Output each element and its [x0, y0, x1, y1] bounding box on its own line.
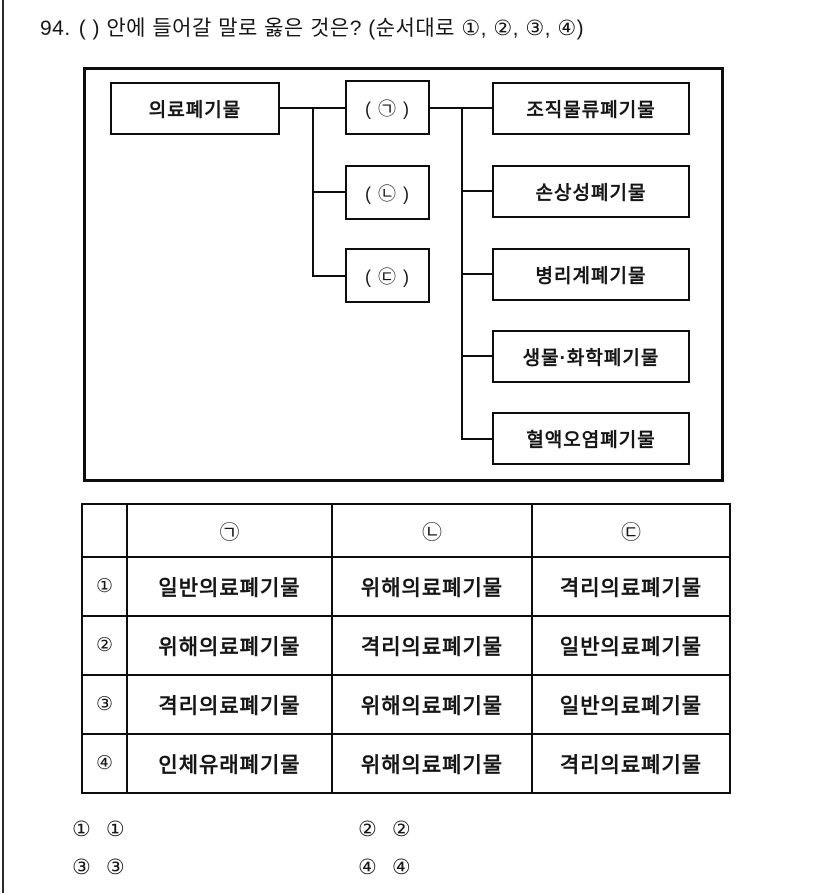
table-cell: 위해의료폐기물 [126, 615, 333, 676]
choice-label: ② [358, 818, 377, 841]
row-number: ① [81, 556, 128, 617]
choice-option-1[interactable]: ① ① [72, 817, 125, 842]
question-title: 94. ( ) 안에 들어갈 말로 옳은 것은? (순서대로 ①, ②, ③, ④… [40, 12, 820, 42]
connector-line [461, 273, 492, 275]
row-number: ② [81, 615, 128, 676]
connector-line [312, 275, 345, 277]
choice-option-4[interactable]: ④ ④ [358, 855, 411, 880]
table-cell: 격리의료폐기물 [531, 733, 731, 794]
diagram-leaf-box-4: 생물·화학폐기물 [492, 330, 690, 383]
table-header-cell-digeut: ㉢ [531, 503, 731, 558]
table-row-4: ④ 인체유래폐기물 위해의료폐기물 격리의료폐기물 [81, 733, 731, 794]
table-cell: 격리의료폐기물 [126, 674, 333, 735]
choice-label: ③ [72, 856, 91, 879]
table-cell: 인체유래폐기물 [126, 733, 333, 794]
connector-line [312, 191, 345, 193]
choice-value: ① [105, 818, 125, 841]
table-row-3: ③ 격리의료폐기물 위해의료폐기물 일반의료폐기물 [81, 674, 731, 735]
choice-value: ② [391, 818, 411, 841]
table-cell: 일반의료폐기물 [531, 615, 731, 676]
table-row-1: ① 일반의료폐기물 위해의료폐기물 격리의료폐기물 [81, 556, 731, 617]
table-cell: 격리의료폐기물 [531, 556, 731, 617]
choice-option-3[interactable]: ③ ③ [72, 855, 125, 880]
table-row-2: ② 위해의료폐기물 격리의료폐기물 일반의료폐기물 [81, 615, 731, 676]
choice-label: ④ [358, 856, 377, 879]
diagram-leaf-box-5: 혈액오염폐기물 [492, 412, 690, 465]
table-header-cell-giyeok: ㉠ [126, 503, 333, 558]
question-number: 94. [40, 17, 71, 40]
connector-line [461, 438, 492, 440]
choice-option-2[interactable]: ② ② [358, 817, 411, 842]
choice-value: ③ [105, 856, 125, 879]
table-cell: 격리의료폐기물 [331, 615, 533, 676]
choice-value: ④ [391, 856, 411, 879]
table-cell: 일반의료폐기물 [126, 556, 333, 617]
row-number: ③ [81, 674, 128, 735]
diagram-placeholder-box-2: ( ㉡ ) [345, 165, 430, 220]
row-number: ④ [81, 733, 128, 794]
connector-line [461, 190, 492, 192]
table-cell: 위해의료폐기물 [331, 556, 533, 617]
diagram-placeholder-box-1: ( ㉠ ) [345, 80, 430, 135]
connector-line [461, 355, 492, 357]
diagram-leaf-box-2: 손상성폐기물 [492, 165, 690, 218]
table-cell: 위해의료폐기물 [331, 674, 533, 735]
diagram-placeholder-box-3: ( ㉢ ) [345, 248, 430, 303]
diagram-leaf-box-1: 조직물류폐기물 [492, 82, 690, 135]
page-left-rule [2, 0, 4, 893]
choice-label: ① [72, 818, 91, 841]
medical-waste-diagram: 의료폐기물 ( ㉠ ) ( ㉡ ) ( ㉢ ) 조직물류폐기물 손상성폐기물 병… [83, 67, 724, 482]
table-cell: 위해의료폐기물 [331, 733, 533, 794]
table-header-cell-nieun: ㉡ [331, 503, 533, 558]
answer-table: ㉠ ㉡ ㉢ ① 일반의료폐기물 위해의료폐기물 격리의료폐기물 ② 위해의료폐기… [81, 503, 731, 794]
question-text: ( ) 안에 들어갈 말로 옳은 것은? (순서대로 ①, ②, ③, ④) [78, 17, 585, 40]
diagram-root-box: 의료폐기물 [110, 82, 280, 135]
table-header-row: ㉠ ㉡ ㉢ [81, 503, 731, 558]
table-cell: 일반의료폐기물 [531, 674, 731, 735]
table-header-cell-blank [81, 503, 128, 558]
diagram-leaf-box-3: 병리계폐기물 [492, 248, 690, 301]
